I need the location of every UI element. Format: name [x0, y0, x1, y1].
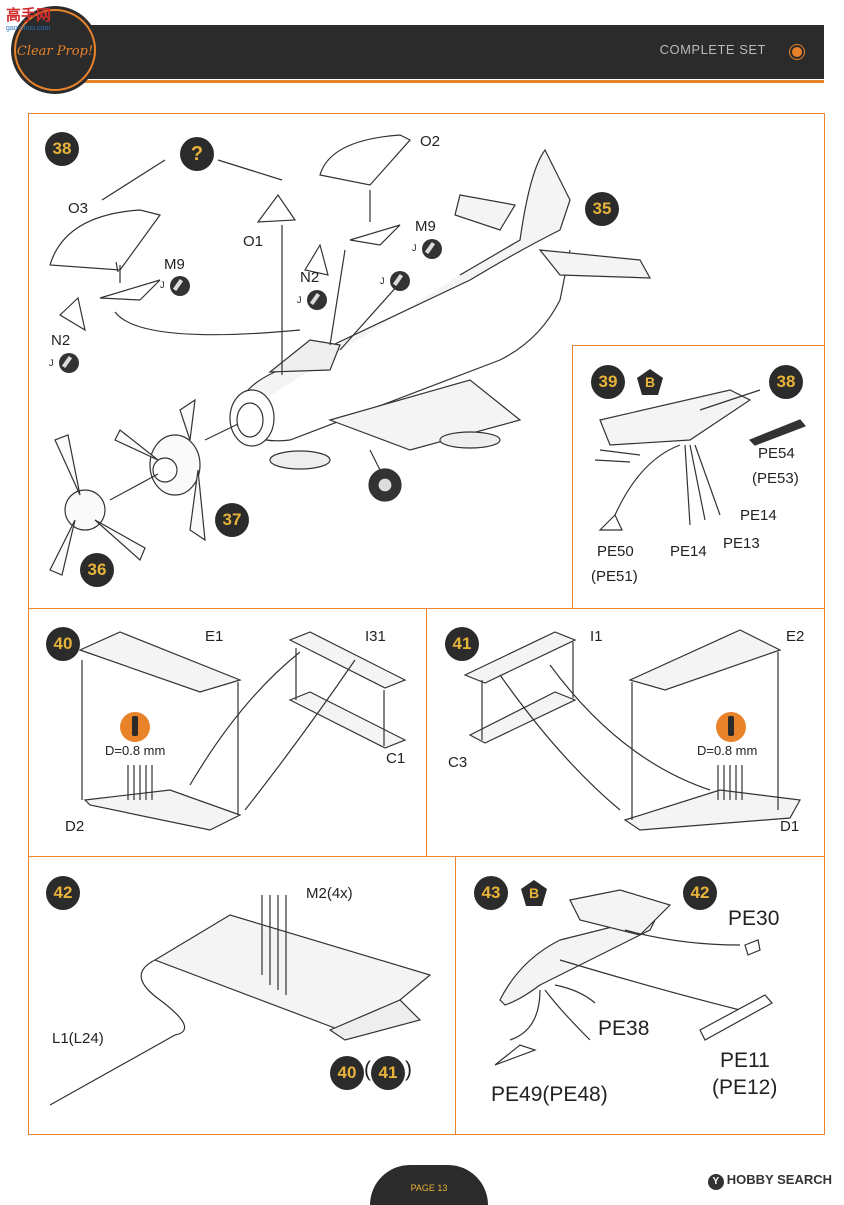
- paint-icon: [170, 276, 190, 296]
- step-36-badge: 36: [80, 553, 114, 587]
- paint-icon: [422, 239, 442, 259]
- page-number: PAGE 13: [410, 1183, 448, 1193]
- step-40-ref-badge: 40: [330, 1056, 364, 1090]
- watermark: 高手网 gao-shou.com: [6, 4, 51, 32]
- clear-prop-logo: Clear Prop!: [11, 6, 99, 94]
- part-d2: D2: [65, 818, 85, 835]
- part-pe30: PE30: [728, 907, 780, 930]
- drill-size: D=0.8 mm: [105, 743, 166, 758]
- step-38-ref-badge: 38: [769, 365, 803, 399]
- part-l1: L1(L24): [52, 1030, 104, 1047]
- part-pe50: PE50: [597, 543, 634, 560]
- step-41-ref-badge: 41: [371, 1056, 405, 1090]
- part-pe53: (PE53): [752, 470, 799, 487]
- drill-size: D=0.8 mm: [697, 743, 758, 758]
- watermark-sub: gao-shou.com: [6, 25, 51, 32]
- step-35-badge: 35: [585, 192, 619, 226]
- part-pe11: PE11: [720, 1049, 770, 1072]
- part-i31: I31: [365, 628, 386, 645]
- hint-icon: ?: [180, 137, 214, 171]
- paint-icon: [59, 353, 79, 373]
- part-c1: C1: [386, 750, 406, 767]
- step-38-badge: 38: [45, 132, 79, 166]
- part-m9-b: M9: [415, 218, 436, 235]
- paint-icon: [307, 290, 327, 310]
- header-stripe: [40, 80, 824, 83]
- part-m2: M2(4x): [306, 885, 353, 902]
- source-mark: Y: [707, 1174, 724, 1190]
- part-n2-a: N2: [300, 269, 320, 286]
- logo-text: Clear Prop!: [17, 44, 93, 59]
- part-m9-a: M9: [164, 256, 185, 273]
- option-b-icon: B: [520, 879, 548, 907]
- step-42-badge: 42: [46, 876, 80, 910]
- paint-code: J: [297, 295, 302, 305]
- header-bar: COMPLETE SET: [40, 25, 824, 83]
- drill-icon: [716, 712, 746, 742]
- part-pe13: PE13: [723, 535, 760, 552]
- part-pe14-a: PE14: [740, 507, 777, 524]
- paint-code: J: [412, 243, 417, 253]
- part-n2-b: N2: [51, 332, 71, 349]
- option-b-icon: B: [636, 368, 664, 396]
- step-42-ref-badge: 42: [683, 876, 717, 910]
- part-pe49: PE49(PE48): [491, 1083, 608, 1106]
- part-e2: E2: [786, 628, 805, 645]
- page-title: COMPLETE SET: [659, 42, 766, 57]
- part-pe38: PE38: [598, 1017, 650, 1040]
- part-d1: D1: [780, 818, 800, 835]
- step-43-badge: 43: [474, 876, 508, 910]
- step-37-badge: 37: [215, 503, 249, 537]
- option-b-label: B: [644, 374, 656, 390]
- paren-open: (: [364, 1058, 371, 1081]
- part-i1: I1: [590, 628, 603, 645]
- paint-code: J: [49, 358, 54, 368]
- watermark-text: 高手网: [6, 7, 52, 24]
- part-pe12: (PE12): [712, 1076, 778, 1099]
- paint-icon: [390, 271, 410, 291]
- part-pe51: (PE51): [591, 568, 638, 585]
- source-text: HOBBY SEARCH: [726, 1172, 832, 1187]
- part-e1: E1: [205, 628, 224, 645]
- paint-code: J: [160, 280, 165, 290]
- header-dot-icon: [790, 45, 804, 59]
- part-pe14-b: PE14: [670, 543, 707, 560]
- panel-step-43: [455, 856, 825, 1135]
- drill-icon: [120, 712, 150, 742]
- part-o2: O2: [420, 133, 441, 150]
- paren-close: ): [405, 1058, 412, 1081]
- step-40-badge: 40: [46, 627, 80, 661]
- step-41-badge: 41: [445, 627, 479, 661]
- part-o1: O1: [243, 233, 264, 250]
- step-39-badge: 39: [591, 365, 625, 399]
- option-b-label: B: [528, 885, 540, 901]
- part-o3: O3: [68, 200, 89, 217]
- page-number-tab: PAGE 13: [370, 1165, 488, 1205]
- part-pe54: PE54: [758, 445, 795, 462]
- part-c3: C3: [448, 754, 468, 771]
- paint-code: J: [380, 276, 385, 286]
